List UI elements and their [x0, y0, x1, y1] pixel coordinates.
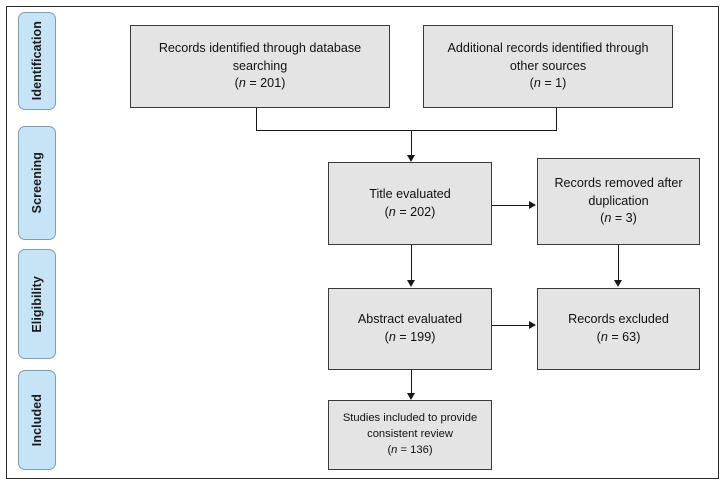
box-records-identified-database-count: (n = 201) [234, 76, 286, 91]
box-records-removed-duplication-line2: duplication [588, 193, 649, 208]
box-records-identified-database-line1: Records identified through database [158, 40, 362, 55]
phase-tab-eligibility-label: Eligibility [29, 275, 44, 333]
box-title-evaluated-line1: Title evaluated [369, 186, 451, 201]
box-records-removed-duplication: Records removed after duplication (n = 3… [537, 158, 700, 245]
connector-identification-merge-bar [256, 130, 557, 131]
box-additional-records-other-sources-line2: other sources [509, 58, 587, 73]
phase-tab-screening: Screening [18, 126, 56, 240]
arrowhead-removed-to-excluded-icon [613, 280, 622, 287]
arrowhead-title-to-abstract-icon [406, 280, 415, 287]
box-additional-records-other-sources: Additional records identified through ot… [423, 25, 673, 108]
connector-title-to-removed [492, 205, 530, 206]
box-studies-included-count: (n = 136) [387, 443, 433, 456]
box-additional-records-other-sources-line1: Additional records identified through [447, 40, 649, 55]
phase-tab-identification: Identification [18, 12, 56, 110]
box-studies-included-line1: Studies included to provide [342, 412, 478, 425]
connector-identification-right-stub [556, 108, 557, 131]
box-title-evaluated: Title evaluated (n = 202) [328, 162, 492, 245]
box-abstract-evaluated-line1: Abstract evaluated [357, 312, 463, 327]
phase-tab-identification-label: Identification [29, 21, 44, 101]
phase-tab-included-label: Included [29, 393, 44, 447]
box-studies-included-line2: consistent review [367, 428, 453, 441]
box-title-evaluated-count: (n = 202) [384, 204, 436, 219]
box-abstract-evaluated-count: (n = 199) [384, 330, 436, 344]
connector-title-to-abstract [411, 245, 412, 281]
connector-identification-to-title [411, 130, 412, 156]
box-records-removed-duplication-line1: Records removed after [554, 175, 683, 190]
box-records-excluded-line1: Records excluded [568, 312, 669, 327]
box-records-excluded-count: (n = 63) [596, 330, 641, 344]
connector-abstract-to-included [411, 370, 412, 394]
box-records-removed-duplication-count: (n = 3) [600, 211, 637, 226]
box-additional-records-other-sources-count: (n = 1) [529, 76, 567, 91]
arrowhead-abstract-to-included-icon [406, 393, 415, 400]
arrowhead-title-to-removed-icon [529, 200, 536, 209]
box-records-identified-database-line2: searching [232, 58, 288, 73]
arrowhead-identification-to-title-icon [406, 155, 415, 162]
arrowhead-abstract-to-excluded-icon [529, 320, 536, 329]
connector-removed-to-excluded [618, 245, 619, 281]
box-abstract-evaluated: Abstract evaluated (n = 199) [328, 288, 492, 370]
phase-tab-eligibility: Eligibility [18, 249, 56, 359]
box-records-identified-database: Records identified through database sear… [130, 25, 390, 108]
phase-tab-included: Included [18, 370, 56, 470]
box-studies-included: Studies included to provide consistent r… [328, 400, 492, 470]
box-records-excluded: Records excluded (n = 63) [537, 288, 700, 370]
connector-abstract-to-excluded [492, 325, 530, 326]
connector-identification-left-stub [256, 108, 257, 131]
phase-tab-screening-label: Screening [29, 152, 44, 214]
